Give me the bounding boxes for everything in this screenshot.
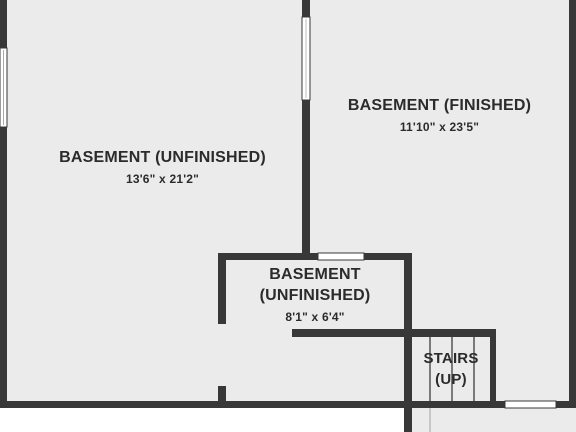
room-dimensions: 8'1" x 6'4" bbox=[285, 310, 345, 324]
room-dimensions: 11'10" x 23'5" bbox=[399, 120, 480, 134]
room-label-basement-unfinished-small: BASEMENT (UNFINISHED) 8'1" x 6'4" bbox=[226, 264, 404, 326]
wall-bottom-left bbox=[0, 401, 505, 408]
stair-treads bbox=[429, 337, 475, 432]
wall-left-lower bbox=[0, 127, 7, 408]
window-small-room-top bbox=[317, 252, 365, 261]
room-name-line1: BASEMENT bbox=[269, 266, 361, 283]
floor-stairs-lower bbox=[410, 404, 576, 432]
room-label-basement-finished: BASEMENT (FINISHED) 11'10" x 23'5" bbox=[310, 95, 569, 136]
wall-middle-lower bbox=[302, 100, 310, 260]
room-dimensions: 13'6" x 21'2" bbox=[125, 172, 200, 186]
window-stairs-bottom bbox=[504, 400, 557, 409]
stairs-label-line1: STAIRS bbox=[423, 350, 479, 367]
wall-small-room-right bbox=[404, 253, 412, 432]
stairs-label-line2: (UP) bbox=[435, 371, 467, 388]
wall-small-room-left bbox=[218, 253, 226, 324]
wall-right bbox=[569, 0, 576, 408]
room-name: BASEMENT (UNFINISHED) bbox=[59, 149, 266, 166]
wall-small-room-stub bbox=[218, 386, 226, 406]
windows bbox=[0, 16, 557, 409]
wall-small-room-top-left bbox=[218, 253, 318, 260]
room-label-stairs: STAIRS (UP) bbox=[412, 348, 490, 390]
room-name-line2: (UNFINISHED) bbox=[259, 287, 371, 304]
wall-middle-top bbox=[302, 0, 310, 17]
wall-left-upper bbox=[0, 0, 7, 48]
room-label-basement-unfinished-main: BASEMENT (UNFINISHED) 13'6" x 21'2" bbox=[7, 147, 318, 188]
wall-bottom-right bbox=[556, 401, 576, 408]
floor-unfinished-main bbox=[0, 0, 305, 404]
room-name: BASEMENT (FINISHED) bbox=[347, 97, 532, 114]
floor-finished bbox=[305, 0, 576, 404]
wall-small-room-top-right bbox=[364, 253, 412, 260]
wall-stairs-top bbox=[292, 329, 494, 337]
wall-stairs-right bbox=[490, 329, 496, 403]
